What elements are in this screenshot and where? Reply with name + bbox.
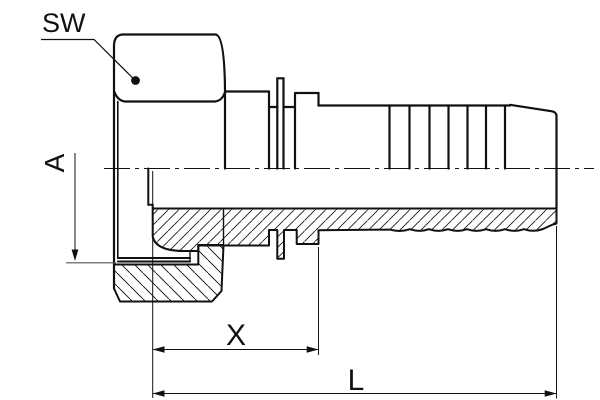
- sw-leader-line: [41, 38, 135, 80]
- sw-callout: SW: [41, 8, 140, 85]
- dim-l-arrow-left: [152, 390, 165, 397]
- nose-face: [147, 167, 154, 210]
- extension-lines: [152, 171, 557, 399]
- sw-label: SW: [42, 8, 86, 38]
- nut-top-silhouette: [112, 33, 227, 170]
- collar-outline: [223, 77, 320, 170]
- nipple-section-hatched: [151, 207, 558, 260]
- hex-nut-outline: [112, 33, 227, 290]
- dimension-x: X: [152, 319, 319, 353]
- dimension-l: L: [152, 364, 557, 397]
- dim-x-arrow-right: [306, 346, 319, 353]
- dim-x-label: X: [226, 319, 246, 352]
- nut-section-hatched: [113, 244, 225, 303]
- dim-l-arrow-right: [544, 390, 557, 397]
- dim-l-label: L: [348, 364, 365, 397]
- dimension-a: A: [39, 153, 116, 264]
- dim-a-arrow-down: [71, 249, 79, 261]
- collar-block: [293, 91, 320, 170]
- sw-leader-dot: [131, 76, 140, 85]
- dim-a-label: A: [39, 153, 70, 172]
- barb-end-taper: [508, 103, 558, 210]
- rib-ring: [276, 77, 285, 170]
- nut-facet-line: [113, 90, 227, 103]
- dim-x-arrow-left: [152, 346, 165, 353]
- hose-barb: [317, 103, 558, 210]
